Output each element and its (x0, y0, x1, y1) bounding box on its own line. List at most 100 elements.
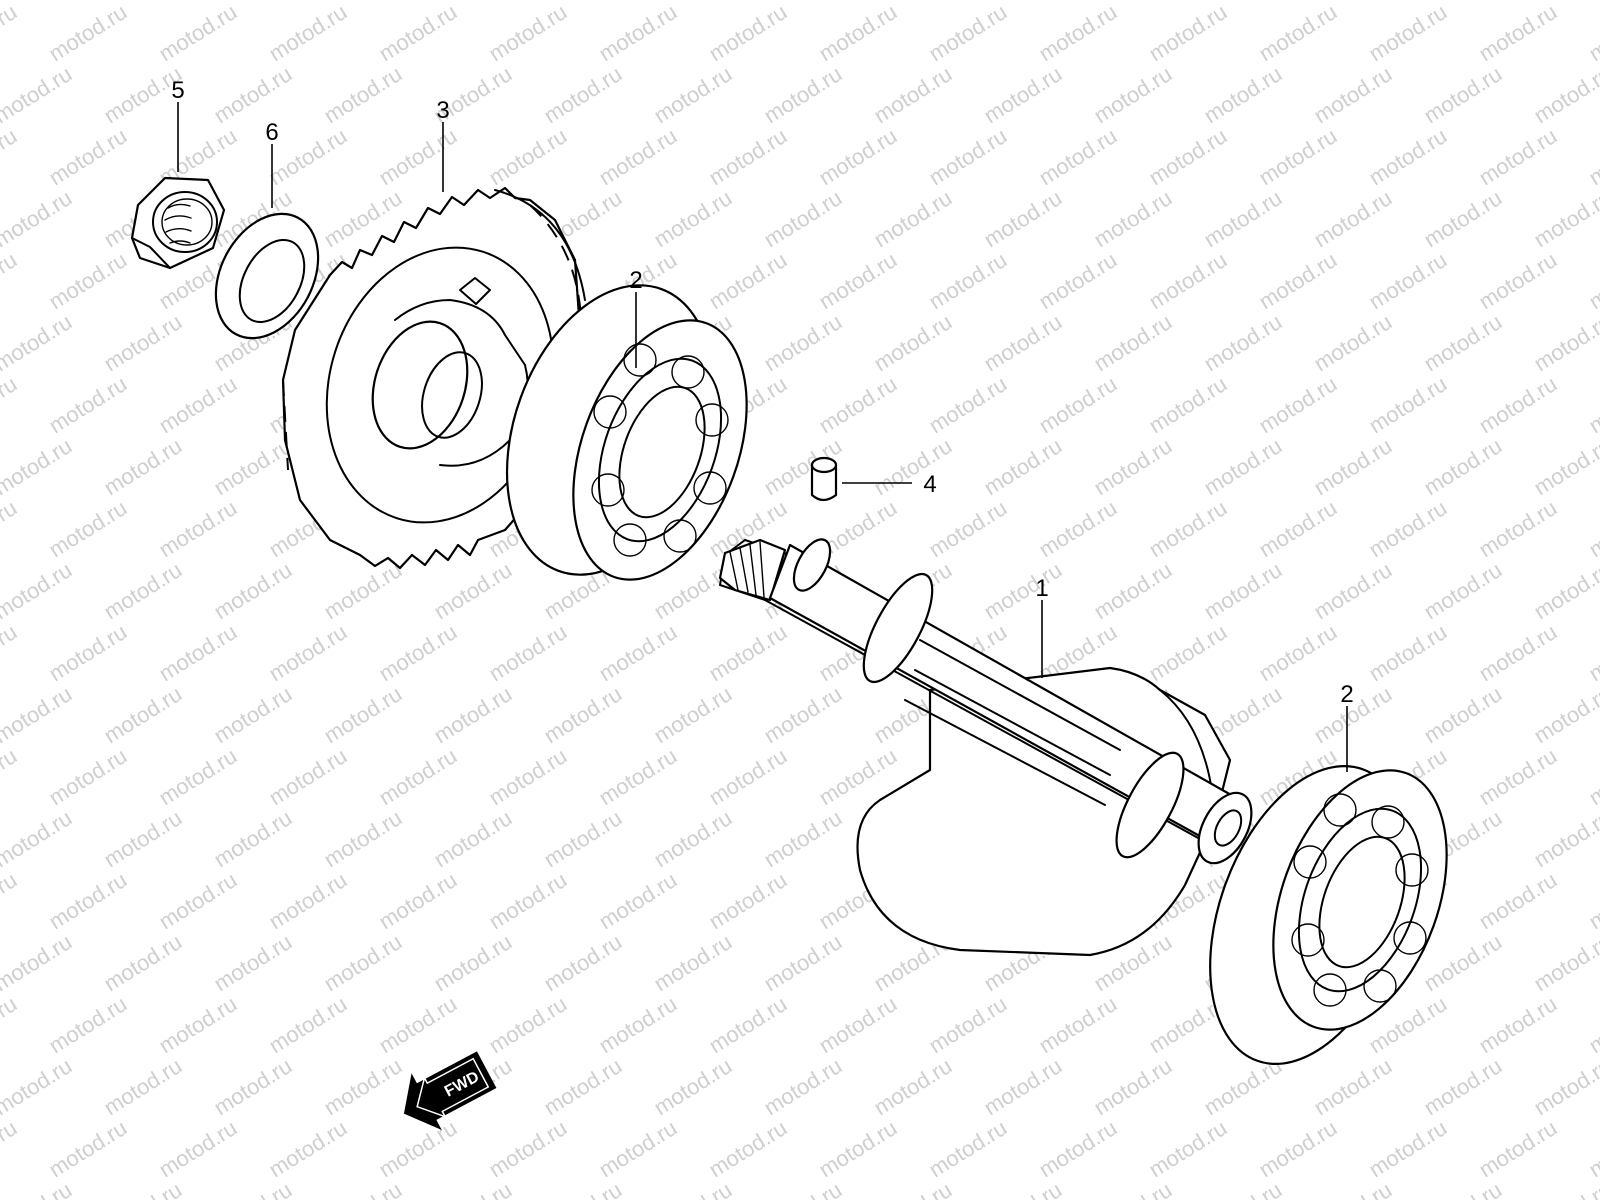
watermark-text: motod.ru (704, 991, 791, 1058)
watermark-text: motod.ru (814, 0, 901, 66)
watermark-text: motod.ru (99, 557, 186, 624)
watermark-text: motod.ru (209, 681, 296, 748)
watermark-text: motod.ru (0, 557, 76, 624)
watermark-text: motod.ru (484, 619, 571, 686)
watermark-text: motod.ru (759, 929, 846, 996)
watermark-text: motod.ru (1419, 61, 1506, 128)
watermark-text: motod.ru (154, 867, 241, 934)
watermark-text: motod.ru (759, 1177, 846, 1200)
watermark-text: motod.ru (1144, 0, 1231, 66)
watermark-text: motod.ru (1144, 1115, 1231, 1182)
watermark-text: motod.ru (1584, 743, 1600, 810)
watermark-text: motod.ru (1474, 247, 1561, 314)
watermark-text: motod.ru (1364, 247, 1451, 314)
watermark-text: motod.ru (0, 681, 76, 748)
watermark-text: motod.ru (1254, 0, 1341, 66)
watermark-text: motod.ru (1584, 619, 1600, 686)
watermark-text: motod.ru (0, 1115, 21, 1182)
watermark-text: motod.ru (1529, 433, 1600, 500)
watermark-text: motod.ru (1419, 681, 1506, 748)
watermark-text: motod.ru (1309, 557, 1396, 624)
watermark-text: motod.ru (44, 371, 131, 438)
watermark-text: motod.ru (154, 619, 241, 686)
watermark-text: motod.ru (1254, 619, 1341, 686)
watermark-text: motod.ru (484, 123, 571, 190)
watermark-text: motod.ru (99, 1053, 186, 1120)
watermark-text: motod.ru (0, 619, 21, 686)
bearing-left-balls (591, 343, 729, 557)
watermark-text: motod.ru (1089, 1053, 1176, 1120)
watermark-text: motod.ru (1199, 557, 1286, 624)
watermark-text: motod.ru (484, 0, 571, 66)
watermark-text: motod.ru (649, 1177, 736, 1200)
watermark-text: motod.ru (1474, 371, 1561, 438)
watermark-text: motod.ru (649, 929, 736, 996)
watermark-text: motod.ru (374, 991, 461, 1058)
watermark-text: motod.ru (209, 1053, 296, 1120)
watermark-text: motod.ru (1144, 247, 1231, 314)
watermark-text: motod.ru (99, 309, 186, 376)
watermark-text: motod.ru (0, 247, 21, 314)
watermark-text: motod.ru (759, 61, 846, 128)
watermark-text: motod.ru (704, 1115, 791, 1182)
watermark-text: motod.ru (44, 867, 131, 934)
watermark-text: motod.ru (1584, 123, 1600, 190)
watermark-text: motod.ru (1364, 495, 1451, 562)
watermark-text: motod.ru (1144, 495, 1231, 562)
watermark-text: motod.ru (44, 123, 131, 190)
watermark-text: motod.ru (0, 1177, 76, 1200)
watermark-text: motod.ru (539, 61, 626, 128)
watermark-text: motod.ru (1419, 1177, 1506, 1200)
watermark-text: motod.ru (924, 495, 1011, 562)
watermark-text: motod.ru (1529, 309, 1600, 376)
watermark-text: motod.ru (1584, 247, 1600, 314)
watermark-text: motod.ru (0, 371, 21, 438)
callout-shaft: 1 (1035, 575, 1048, 602)
watermark-text: motod.ru (1089, 309, 1176, 376)
watermark-text: motod.ru (1419, 557, 1506, 624)
watermark-text: motod.ru (1584, 991, 1600, 1058)
watermark-text: motod.ru (264, 867, 351, 934)
watermark-text: motod.ru (484, 1115, 571, 1182)
watermark-text: motod.ru (1474, 123, 1561, 190)
watermark-text: motod.ru (374, 867, 461, 934)
watermark-text: motod.ru (1529, 61, 1600, 128)
watermark-text: motod.ru (594, 123, 681, 190)
leader-lines (177, 102, 1348, 772)
watermark-text: motod.ru (0, 929, 76, 996)
watermark-text: motod.ru (319, 929, 406, 996)
watermark-text: motod.ru (1144, 371, 1231, 438)
watermark-text: motod.ru (704, 619, 791, 686)
watermark-text: motod.ru (374, 1115, 461, 1182)
watermark-text: motod.ru (1309, 309, 1396, 376)
watermark-text: motod.ru (1529, 1177, 1600, 1200)
watermark-text: motod.ru (154, 0, 241, 66)
watermark-text: motod.ru (0, 433, 76, 500)
watermark-text: motod.ru (484, 867, 571, 934)
watermark-text: motod.ru (1419, 309, 1506, 376)
watermark-text: motod.ru (1584, 371, 1600, 438)
watermark-text: motod.ru (1034, 495, 1121, 562)
watermark-text: motod.ru (1474, 743, 1561, 810)
watermark-text: motod.ru (594, 0, 681, 66)
watermark-text: motod.ru (594, 1115, 681, 1182)
watermark-text: motod.ru (869, 185, 956, 252)
watermark-text: motod.ru (1474, 867, 1561, 934)
bearing-right-part (1209, 765, 1448, 1065)
watermark-text: motod.ru (1144, 123, 1231, 190)
watermark-text: motod.ru (869, 1053, 956, 1120)
watermark-text: motod.ru (209, 929, 296, 996)
watermark-text: motod.ru (0, 991, 21, 1058)
watermark-text: motod.ru (924, 991, 1011, 1058)
watermark-text: motod.ru (1474, 495, 1561, 562)
watermark-text: motod.ru (1309, 61, 1396, 128)
watermark-text: motod.ru (869, 61, 956, 128)
watermark-text: motod.ru (1199, 433, 1286, 500)
watermark-text: motod.ru (484, 991, 571, 1058)
watermark-text: motod.ru (44, 1115, 131, 1182)
watermark-text: motod.ru (319, 805, 406, 872)
watermark-text: motod.ru (44, 0, 131, 66)
watermark-text: motod.ru (1529, 681, 1600, 748)
watermark-text: motod.ru (594, 991, 681, 1058)
watermark-text: motod.ru (99, 805, 186, 872)
